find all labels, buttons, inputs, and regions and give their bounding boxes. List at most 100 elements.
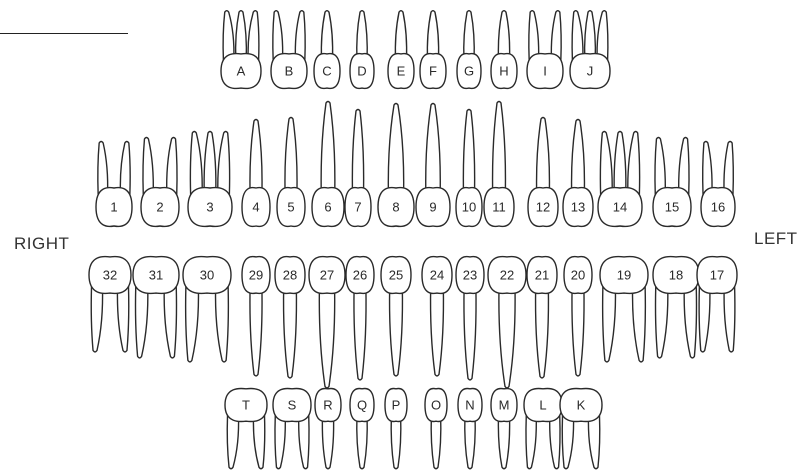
- tooth-root: [679, 138, 689, 196]
- primary-upper-tooth-d: D: [350, 11, 374, 89]
- tooth-number-label: G: [464, 64, 474, 79]
- primary-lower-tooth-s: S: [273, 388, 311, 468]
- tooth-number-label: 32: [103, 268, 117, 283]
- tooth-root: [498, 415, 509, 469]
- primary-lower-tooth-o: O: [425, 388, 447, 468]
- tooth-root: [253, 415, 264, 469]
- tooth-root: [600, 132, 612, 196]
- primary-lower-tooth-r: R: [315, 388, 341, 468]
- tooth-root: [464, 11, 474, 61]
- tooth-root: [551, 11, 561, 61]
- tooth-root: [227, 415, 238, 469]
- tooth-number-label: F: [429, 64, 437, 79]
- permanent-lower-tooth-27: 27: [309, 257, 345, 388]
- tooth-number-label: 26: [353, 268, 367, 283]
- tooth-root: [614, 132, 626, 196]
- primary-lower-tooth-n: N: [458, 388, 482, 468]
- primary-upper-tooth-a: A: [221, 11, 261, 89]
- permanent-upper-tooth-10: 10: [456, 110, 482, 227]
- tooth-root: [633, 286, 646, 362]
- tooth-root: [223, 11, 234, 61]
- tooth-root: [562, 415, 573, 469]
- tooth-number-label: 9: [429, 200, 436, 215]
- permanent-upper-tooth-6: 6: [312, 102, 344, 227]
- permanent-upper-tooth-13: 13: [563, 120, 593, 227]
- tooth-root: [597, 11, 608, 61]
- tooth-root: [395, 11, 406, 61]
- permanent-lower-tooth-26: 26: [346, 257, 374, 380]
- tooth-number-label: 15: [665, 200, 679, 215]
- tooth-root: [526, 415, 536, 469]
- permanent-upper-tooth-1: 1: [96, 142, 132, 227]
- permanent-lower-tooth-32: 32: [89, 257, 131, 352]
- tooth-root: [275, 415, 285, 469]
- permanent-lower-tooth-29: 29: [242, 257, 270, 376]
- primary-lower-tooth-m: M: [491, 388, 517, 468]
- tooth-number-label: N: [465, 398, 474, 413]
- tooth-root: [190, 132, 202, 196]
- tooth-number-label: P: [392, 398, 401, 413]
- primary-upper-tooth-i: I: [527, 11, 563, 89]
- tooth-number-label: 6: [324, 200, 331, 215]
- permanent-lower-tooth-22: 22: [488, 257, 526, 388]
- tooth-root: [319, 286, 334, 388]
- tooth-number-label: 10: [462, 200, 476, 215]
- tooth-root: [427, 11, 438, 61]
- tooth-root: [117, 286, 128, 352]
- tooth-root: [585, 11, 596, 61]
- tooth-number-label: C: [322, 64, 331, 79]
- tooth-number-label: D: [357, 64, 366, 79]
- permanent-lower-tooth-17: 17: [697, 257, 737, 352]
- tooth-number-label: 21: [535, 268, 549, 283]
- tooth-root: [98, 142, 108, 196]
- primary-upper-tooth-e: E: [388, 11, 414, 89]
- tooth-number-label: 31: [149, 268, 163, 283]
- tooth-root: [572, 11, 583, 61]
- tooth-root: [463, 110, 474, 196]
- tooth-root: [572, 286, 584, 376]
- tooth-root: [499, 286, 515, 388]
- tooth-number-label: 20: [571, 268, 585, 283]
- tooth-root: [352, 110, 363, 196]
- tooth-root: [498, 11, 509, 61]
- tooth-root: [248, 11, 259, 61]
- tooth-root: [493, 102, 506, 196]
- tooth-root: [724, 286, 735, 352]
- primary-upper-tooth-g: G: [457, 11, 481, 89]
- tooth-root: [354, 286, 366, 380]
- tooth-number-label: 18: [669, 268, 683, 283]
- permanent-lower-tooth-23: 23: [456, 257, 484, 380]
- permanent-upper-tooth-4: 4: [242, 120, 270, 227]
- tooth-root: [91, 286, 102, 352]
- permanent-upper-tooth-3: 3: [188, 132, 232, 227]
- tooth-number-label: 1: [110, 200, 117, 215]
- tooth-number-label: 24: [430, 268, 444, 283]
- tooth-root: [167, 138, 177, 196]
- tooth-root: [684, 286, 696, 358]
- tooth-number-label: 8: [392, 200, 399, 215]
- tooth-root: [218, 132, 230, 196]
- permanent-upper-tooth-7: 7: [345, 110, 371, 227]
- tooth-number-label: 4: [252, 200, 259, 215]
- tooth-number-label: 11: [492, 200, 506, 215]
- tooth-number-label: 27: [320, 268, 334, 283]
- permanent-upper-tooth-14: 14: [598, 132, 642, 227]
- tooth-number-label: T: [242, 398, 250, 413]
- tooth-number-label: M: [499, 398, 510, 413]
- primary-upper-tooth-j: J: [570, 11, 610, 89]
- tooth-number-label: 5: [287, 200, 294, 215]
- tooth-root: [250, 120, 262, 196]
- tooth-root: [431, 415, 441, 469]
- permanent-upper-tooth-12: 12: [528, 118, 558, 227]
- permanent-upper-tooth-5: 5: [277, 118, 305, 227]
- tooth-root: [724, 142, 733, 196]
- tooth-root: [572, 120, 585, 196]
- tooth-root: [390, 286, 403, 376]
- tooth-root: [431, 286, 444, 376]
- tooth-root: [285, 118, 297, 196]
- tooth-number-label: 28: [283, 268, 297, 283]
- tooth-number-label: R: [323, 398, 332, 413]
- permanent-lower-tooth-28: 28: [275, 257, 305, 378]
- tooth-number-label: 16: [711, 200, 725, 215]
- tooth-root: [388, 104, 403, 196]
